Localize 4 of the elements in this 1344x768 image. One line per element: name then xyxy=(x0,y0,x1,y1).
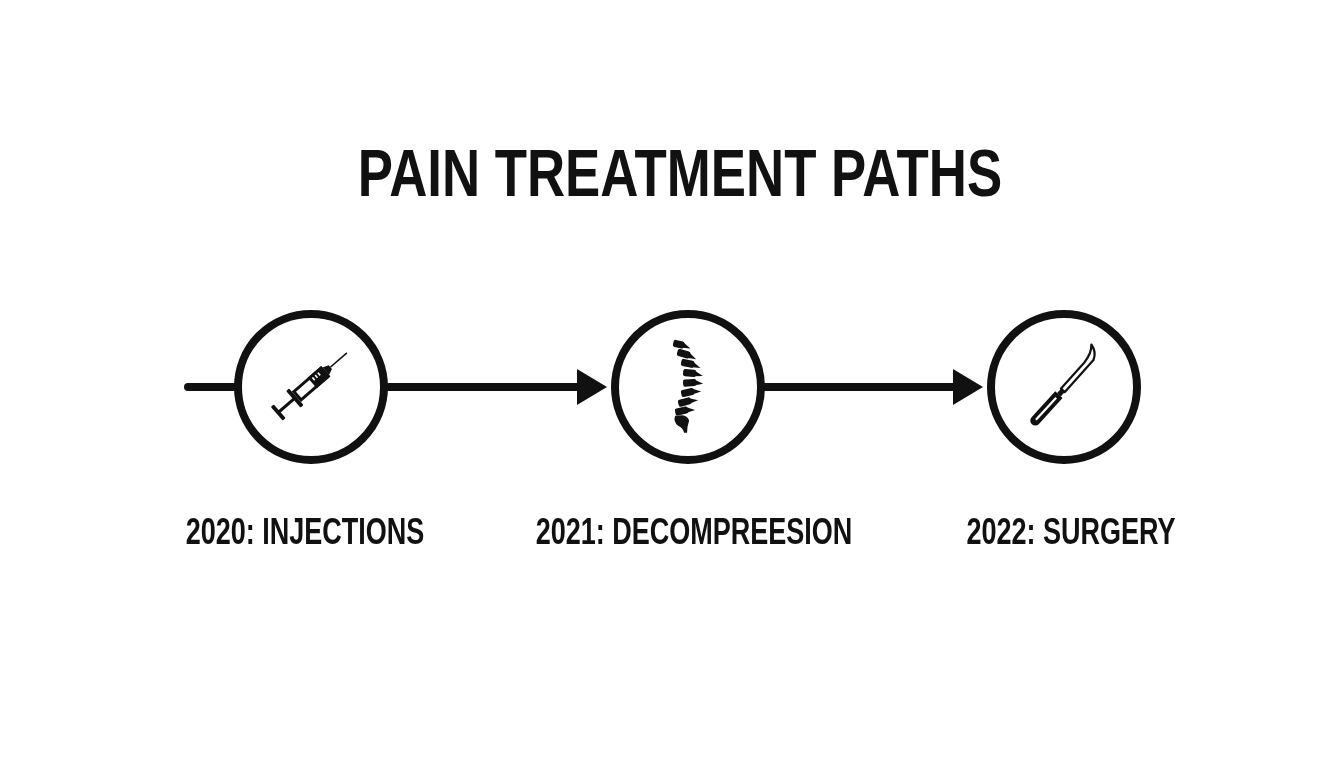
node-caption: 2021: DECOMPREESION xyxy=(535,512,853,550)
title: PAIN TREATMENT PATHS xyxy=(357,140,1003,206)
node-caption: 2020: INJECTIONS xyxy=(185,512,425,550)
node-caption: 2022: SURGERY xyxy=(966,512,1176,550)
